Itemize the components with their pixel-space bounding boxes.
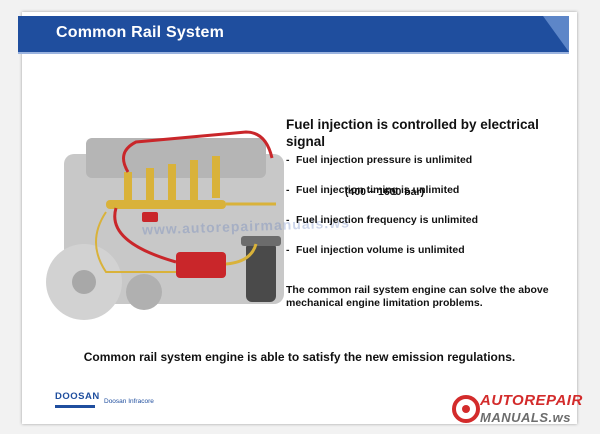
filter-line [225,243,258,266]
autorepair-logo-bottom: MANUALS.ws [480,410,571,425]
common-rail [106,200,226,209]
bullet-dash: - [286,214,290,226]
bullet-text: Fuel injection pressure is unlimited [296,154,473,166]
pulley [126,274,162,310]
autorepair-emblem-icon [452,395,480,423]
rail-pressure-sensor [142,212,158,222]
slide-title: Common Rail System [56,24,225,41]
summary-text: The common rail system engine can solve … [286,284,549,309]
bullet-item: -Fuel injection pressure is unlimited [286,154,472,166]
fuel-filter [246,242,276,302]
high-pressure-pump [176,252,226,278]
doosan-logo-underline [55,405,95,408]
slide-title-bar: Common Rail System [18,16,569,54]
fuel-line-top [122,130,274,173]
bullet-item: -Fuel injection frequency is unlimited [286,214,478,226]
autorepair-logo: AUTOREPAIR MANUALS.ws [438,388,598,432]
injector-1 [124,172,132,206]
infracore-text: Doosan Infracore [104,398,154,405]
presentation-slide: www.autorepairmanuals.ws Fuel injection … [22,12,577,424]
autorepair-logo-top: AUTOREPAIR [480,392,583,409]
injector-3 [168,164,176,202]
supply-line [113,207,177,264]
injector-5 [212,156,220,198]
slide-heading: Fuel injection is controlled by electric… [286,117,539,149]
bullet-text: Fuel injection frequency is unlimited [296,214,479,226]
bullet-item: -Fuel injection volume is unlimited [286,244,465,256]
injector-2 [146,168,154,204]
return-line [95,211,176,273]
filter-cap [241,236,281,246]
pressure-range: (400 ~ 1600 bar) [345,186,425,198]
bullet-dash: - [286,244,290,256]
title-corner-accent [543,16,569,52]
emission-statement: Common rail system engine is able to sat… [83,350,516,364]
doosan-logo: DOOSAN [55,389,101,415]
bullet-dash: - [286,154,290,166]
bullet-text: Fuel injection timing is unlimited [296,184,460,196]
bullet-text: Fuel injection volume is unlimited [296,244,465,256]
fan-hub [72,270,96,294]
cylinder-head [86,138,266,178]
engine-illustration [46,130,284,320]
doosan-logo-text: DOOSAN [55,391,100,402]
injector-4 [190,160,198,200]
bullet-dash: - [286,184,290,196]
bullet-item: -Fuel injection timing is unlimited [286,184,459,196]
engine-block [64,154,284,304]
